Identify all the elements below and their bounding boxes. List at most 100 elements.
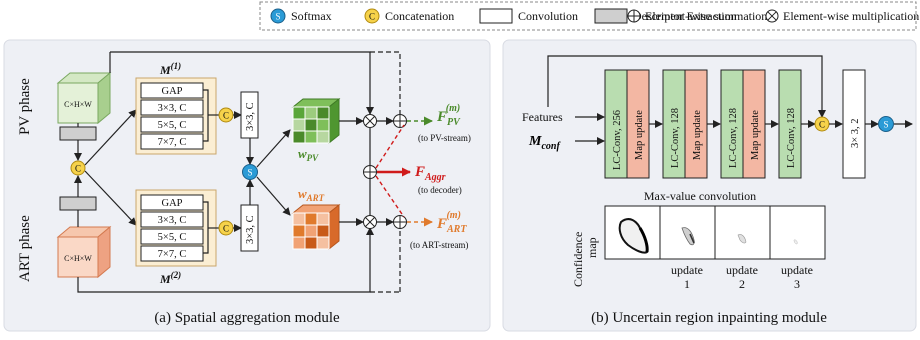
f-pv-label: FPV(m) [436,103,461,128]
svg-text:5×5, C: 5×5, C [158,232,187,243]
m2-branches: GAP 3×3, C 5×5, C 7×7, C [140,194,209,262]
svg-text:C: C [369,12,375,22]
svg-text:LC-Conv, 256: LC-Conv, 256 [612,110,623,170]
mult-legend-entry: Element-wise multiplication [765,9,919,23]
svg-text:3: 3 [794,277,800,291]
art-conv-label: 3×3, C [245,215,256,244]
pv-multiply-node [363,114,377,128]
svg-text:3×3, C: 3×3, C [158,103,187,114]
concat-node-main: C [70,160,86,176]
m1-label: M(1) [159,61,181,77]
svg-text:GAP: GAP [161,86,182,97]
svg-text:C: C [223,111,229,121]
svg-text:C: C [819,120,825,130]
art-multiply-node [363,215,377,229]
right-softmax-node: S [878,116,894,132]
softmax-node: S [242,164,258,180]
art-descriptor-box [59,196,97,211]
svg-text:update: update [726,263,758,277]
map-label: map [585,237,599,258]
m2-concat-node: C [218,220,234,236]
f-art-label: FART(m) [436,210,467,235]
m2-conv3-box [140,211,204,228]
legend-softmax-label: Softmax [291,9,332,23]
concat-legend-icon: C [364,8,380,24]
art-phase-label: ART phase [17,215,33,282]
m2-conv5-box [140,228,204,245]
legend: S Softmax C Concatenation Convolution De… [259,1,917,31]
w-pv-label: wPV [298,146,319,163]
mconf-label: Mconf [528,134,561,152]
svg-text:7×7, C: 7×7, C [158,249,187,260]
pv-descriptor-box [59,126,97,141]
right-concat-node: C [814,116,830,132]
max-value-title: Max-value convolution [644,189,756,203]
legend-mult-label: Element-wise multiplication [783,9,919,23]
sum-legend-icon [627,9,641,23]
mult-legend-icon [765,9,779,23]
confidence-label: Confidence [571,232,585,287]
right-caption: (b) Uncertain region inpainting module [591,310,827,326]
art-tensor-label: C×H×W [64,254,92,263]
pv-phase-label: PV phase [17,78,33,135]
svg-text:S: S [275,12,280,22]
m1-conv5-box [140,116,204,133]
m1-conv3-box [140,99,204,116]
svg-text:Map update: Map update [692,110,703,160]
m1-concat-node: C [218,107,234,123]
confidence-map-1 [681,227,695,246]
w-art-weight-cube [291,203,341,251]
svg-text:1: 1 [684,277,690,291]
confidence-map-2 [737,234,747,244]
update-labels: update 1 update 2 update 3 [671,263,813,291]
f-aggr-note: (to decoder) [418,185,462,195]
m1-branches: GAP 3×3, C 5×5, C 7×7, C [140,82,209,150]
confidence-map-strip [604,205,826,260]
svg-text:LC-Conv, 128: LC-Conv, 128 [786,108,797,168]
svg-text:5×5, C: 5×5, C [158,120,187,131]
lc-block-3: LC-Conv, 128 Map update [720,69,766,179]
lc-block-4: LC-Conv, 128 [778,69,802,179]
svg-text:3×3, C: 3×3, C [158,215,187,226]
pv-residual-dash [370,51,401,114]
lc-block-1: LC-Conv, 256 Map update [604,69,650,179]
svg-text:2: 2 [739,277,745,291]
svg-text:update: update [781,263,813,277]
softmax-legend-icon: S [270,8,286,24]
pv-tensor-cube: C×H×W [56,71,112,125]
legend-descriptor-label: Descriptor Extraction [633,9,737,23]
art-tensor-cube: C×H×W [56,225,112,279]
legend-sum-label: Element-wise summation [645,9,767,23]
art-sum-node [393,215,407,229]
svg-text:GAP: GAP [161,198,182,209]
svg-text:S: S [247,168,252,178]
svg-text:LC-Conv, 128: LC-Conv, 128 [670,108,681,168]
w-pv-weight-cube [291,97,341,145]
conv-legend-icon [479,8,513,24]
f-pv-note: (to PV-stream) [418,133,471,143]
svg-text:C: C [223,224,229,234]
spatial-aggregation-panel: PV phase ART phase C×H×W C×H×W C [3,39,491,332]
svg-text:Map update: Map update [634,110,645,160]
svg-text:S: S [883,120,888,130]
aggr-sum-node [363,165,377,179]
pv-tensor-label: C×H×W [64,100,92,109]
pv-conv-label: 3×3, C [245,102,256,131]
svg-text:7×7, C: 7×7, C [158,137,187,148]
pv-sum-node [393,114,407,128]
legend-concat-label: Concatenation [385,9,454,23]
skip-connection [547,55,826,118]
art-feature-path [77,227,374,293]
m2-label: M(2) [159,270,181,286]
svg-text:Map update: Map update [750,110,761,160]
final-conv-label: 3× 3, 2 [850,118,861,148]
left-caption: (a) Spatial aggregation module [154,310,340,326]
legend-conv-label: Convolution [518,9,578,23]
w-art-label: wART [298,186,325,203]
svg-text:LC-Conv, 128: LC-Conv, 128 [728,108,739,168]
features-label: Features [522,110,563,124]
inpainting-panel: Features Mconf LC-Conv, 256 Map update L… [502,39,917,332]
f-aggr-label: FAggr [414,164,446,183]
svg-text:C: C [75,164,81,174]
